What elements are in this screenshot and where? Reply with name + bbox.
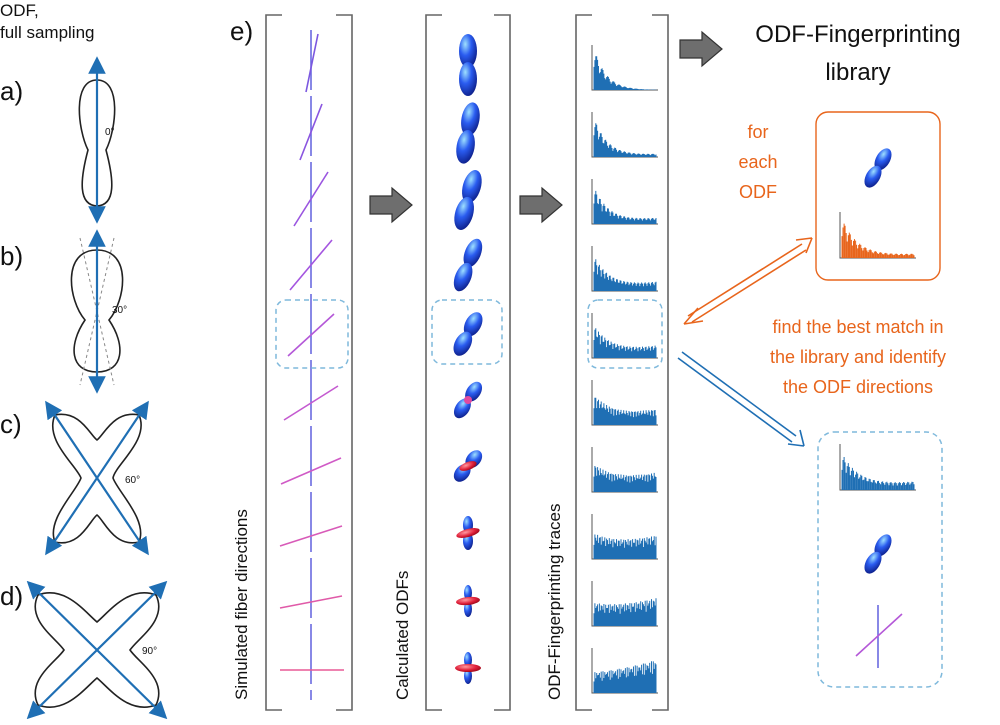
fibers-column-label: Simulated fiber directions — [232, 509, 251, 700]
panel-d-letter: d) — [0, 581, 23, 611]
panel-a-angle: 0° — [105, 127, 115, 138]
identify-arrow-blue — [677, 351, 805, 447]
library-title-line1: ODF-Fingerprinting — [755, 21, 960, 48]
trace-plot — [591, 246, 658, 292]
panel-d-angle: 90° — [142, 646, 157, 657]
column-brackets — [265, 14, 669, 711]
panel-e-letter: e) — [230, 16, 253, 46]
result-fiber-directions — [855, 605, 903, 668]
panel-d-odf-shape — [26, 580, 168, 720]
match-arrow-orange — [683, 237, 813, 325]
arrow-fibers-to-odfs — [369, 186, 413, 224]
library-entry-box — [815, 111, 941, 281]
trace-plot — [591, 648, 658, 694]
result-box — [817, 431, 943, 688]
odf-header-line2: full sampling — [0, 23, 95, 42]
best-match-line2: the library and identify — [770, 347, 946, 367]
for-each-odf-line3: ODF — [739, 182, 777, 202]
for-each-odf-line2: each — [738, 152, 777, 172]
trace-plot — [591, 514, 658, 560]
odf-glyphs — [453, 34, 483, 684]
trace-plot — [591, 447, 658, 493]
trace-plot — [591, 112, 658, 158]
fiber-highlight-box — [275, 299, 349, 369]
trace-plot — [591, 179, 658, 225]
panel-b-angle: 30° — [112, 305, 127, 316]
flow-arrows — [369, 30, 723, 224]
for-each-odf-line1: for — [747, 122, 768, 142]
panel-c-angle: 60° — [125, 475, 140, 486]
trace-plot — [591, 380, 658, 426]
best-match-line3: the ODF directions — [783, 377, 933, 397]
result-trace — [839, 444, 916, 491]
result-odf-glyph — [864, 534, 892, 574]
arrow-traces-to-library — [679, 30, 723, 68]
trace-plot — [591, 313, 658, 359]
fingerprint-traces — [591, 45, 658, 694]
traces-column-label: ODF-Fingerprinting traces — [545, 503, 564, 700]
fiber-directions — [279, 30, 344, 700]
library-title-line2: library — [825, 59, 890, 86]
panel-b-letter: b) — [0, 241, 23, 271]
odf-header-line1: ODF, — [0, 1, 39, 20]
panel-c-odf-shape — [45, 400, 149, 556]
trace-highlight-box — [587, 299, 663, 369]
trace-plot — [591, 45, 658, 91]
panel-b-odf-shape — [70, 229, 124, 394]
trace-plot — [591, 581, 658, 627]
panel-a-letter: a) — [0, 76, 23, 106]
library-trace — [839, 212, 916, 259]
best-match-line1: find the best match in — [772, 317, 943, 337]
odfs-column-label: Calculated ODFs — [393, 571, 412, 700]
library-odf-glyph — [864, 148, 892, 188]
arrow-odfs-to-traces — [519, 186, 563, 224]
panel-c-letter: c) — [0, 409, 22, 439]
panel-a-odf-shape — [78, 56, 116, 224]
